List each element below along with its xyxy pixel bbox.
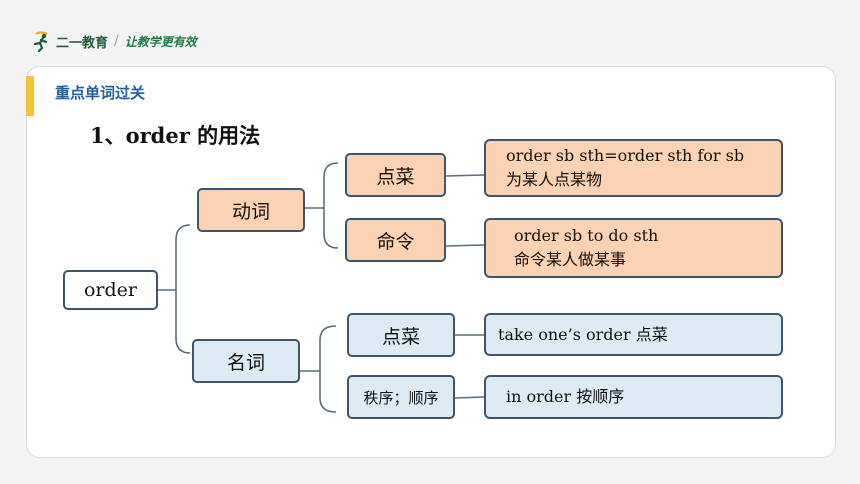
desc-verb-command: order sb to do sth 命令某人做某事 (484, 218, 783, 278)
node-noun-sense-sequence: 秩序；顺序 (347, 375, 455, 419)
desc-line: in order 按顺序 (506, 387, 625, 406)
desc-line: order sb to do sth (514, 226, 659, 245)
verb-sense-1-label: 点菜 (376, 165, 415, 188)
desc-line: take one’s order 点菜 (498, 324, 668, 344)
section-accent-bar (26, 76, 34, 116)
noun-sense-2-label: 秩序；顺序 (363, 388, 439, 407)
desc-verb-order-food: order sb sth=order sth for sb 为某人点某物 (484, 139, 783, 197)
root-connector (158, 224, 191, 354)
node-verb-sense-command: 命令 (345, 218, 446, 262)
node-noun-sense-order-food: 点菜 (347, 313, 455, 357)
noun-label: 名词 (226, 351, 265, 374)
noun-connector (300, 325, 337, 413)
root-label: order (83, 279, 137, 301)
desc-line: 为某人点某物 (506, 170, 603, 189)
desc-noun-sequence: in order 按顺序 (484, 375, 783, 419)
desc-line: order sb sth=order sth for sb (506, 146, 745, 165)
verb-label: 动词 (231, 200, 270, 223)
runner-logo-icon (33, 31, 48, 52)
brand-logo: 二一教育 / 让教学更有效 (30, 30, 197, 52)
link-verb-command (445, 244, 485, 247)
node-verb-sense-order-food: 点菜 (345, 153, 446, 197)
node-verb: 动词 (197, 188, 305, 232)
verb-connector (305, 162, 339, 249)
link-noun-sequence (454, 396, 485, 399)
verb-sense-2-label: 命令 (376, 230, 415, 253)
brand-slogan: 让教学更有效 (124, 34, 197, 49)
link-verb-order-food (445, 174, 485, 177)
desc-noun-order-food: take one’s order 点菜 (484, 313, 783, 356)
root-node-order: order (63, 270, 158, 310)
section-title: 重点单词过关 (55, 84, 146, 102)
desc-line: 命令某人做某事 (514, 250, 627, 269)
noun-sense-1-label: 点菜 (381, 325, 420, 348)
brand-name: 二一教育 (56, 35, 109, 51)
node-noun: 名词 (192, 339, 300, 383)
brand-separator: / (114, 33, 119, 49)
page-heading: 1、order 的用法 (90, 123, 261, 148)
